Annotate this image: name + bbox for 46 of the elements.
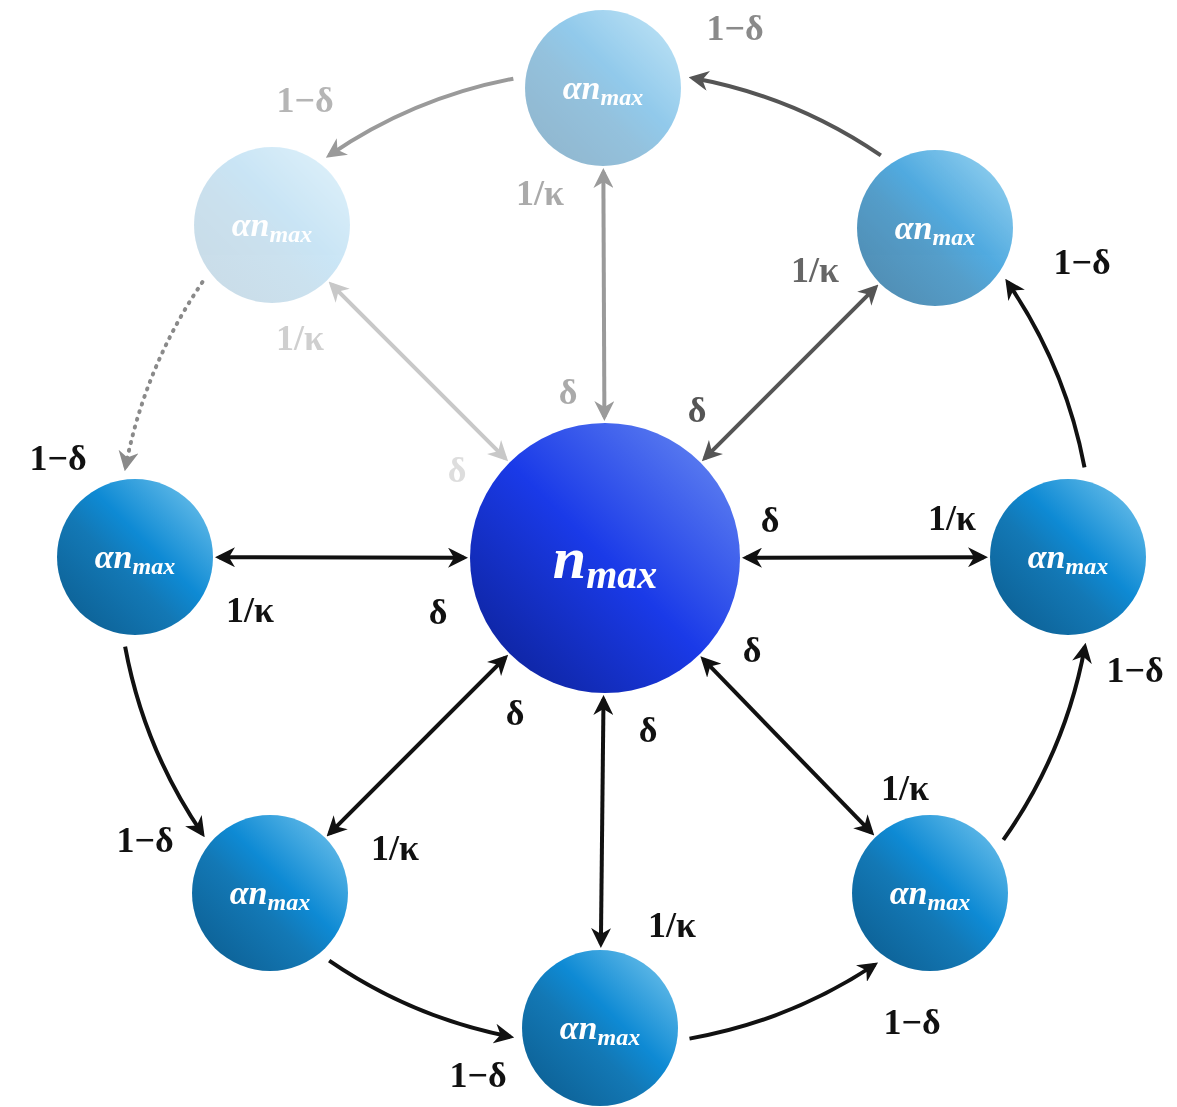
node-label: n$_{max}$ [552, 528, 658, 588]
rate-label: 1−δ [706, 10, 764, 46]
curved-arrow [119, 280, 205, 472]
rate-label: 1−δ [449, 1057, 507, 1093]
double-arrow [215, 547, 468, 568]
rate-label: δ [742, 632, 762, 668]
node-label: αn$_{max}$ [229, 876, 311, 910]
curved-arrow [688, 71, 882, 158]
rate-label: δ [558, 374, 578, 410]
curved-arrow [123, 646, 205, 838]
curved-arrow [689, 962, 879, 1041]
rate-label: 1/κ [648, 907, 696, 943]
double-arrow [593, 168, 615, 421]
double-arrow [326, 654, 509, 837]
node-label: αn$_{max}$ [894, 211, 976, 245]
rate-label: 1−δ [883, 1004, 941, 1040]
rate-label: δ [638, 712, 658, 748]
rate-label: 1−δ [116, 822, 174, 858]
rate-label: δ [760, 502, 780, 538]
node-label: αn$_{max}$ [889, 876, 971, 910]
rate-label: 1/κ [516, 175, 564, 211]
rate-label: 1/κ [928, 500, 976, 536]
rate-label: 1/κ [226, 592, 274, 628]
curved-arrow [328, 958, 515, 1043]
rate-label: 1/κ [881, 770, 929, 806]
rate-label: 1/κ [371, 830, 419, 866]
rate-label: δ [505, 695, 525, 731]
rate-label: 1−δ [1106, 652, 1164, 688]
node-label: αn$_{max}$ [94, 540, 176, 574]
double-arrow [328, 281, 509, 462]
rate-label: 1−δ [1053, 244, 1111, 280]
node-label: αn$_{max}$ [562, 71, 644, 105]
rate-label: δ [687, 392, 707, 428]
rate-label: δ [428, 594, 448, 630]
rate-label: 1−δ [276, 82, 334, 118]
curved-arrow [1005, 278, 1087, 468]
double-arrow [701, 284, 879, 462]
curved-arrow [1001, 642, 1091, 841]
rate-label: 1−δ [29, 440, 87, 476]
rate-label: 1/κ [791, 252, 839, 288]
double-arrow [742, 547, 988, 568]
node-label: αn$_{max}$ [1027, 540, 1109, 574]
curved-arrow [325, 76, 514, 158]
double-arrow [700, 656, 875, 836]
node-label: αn$_{max}$ [559, 1011, 641, 1045]
double-arrow [591, 695, 614, 948]
